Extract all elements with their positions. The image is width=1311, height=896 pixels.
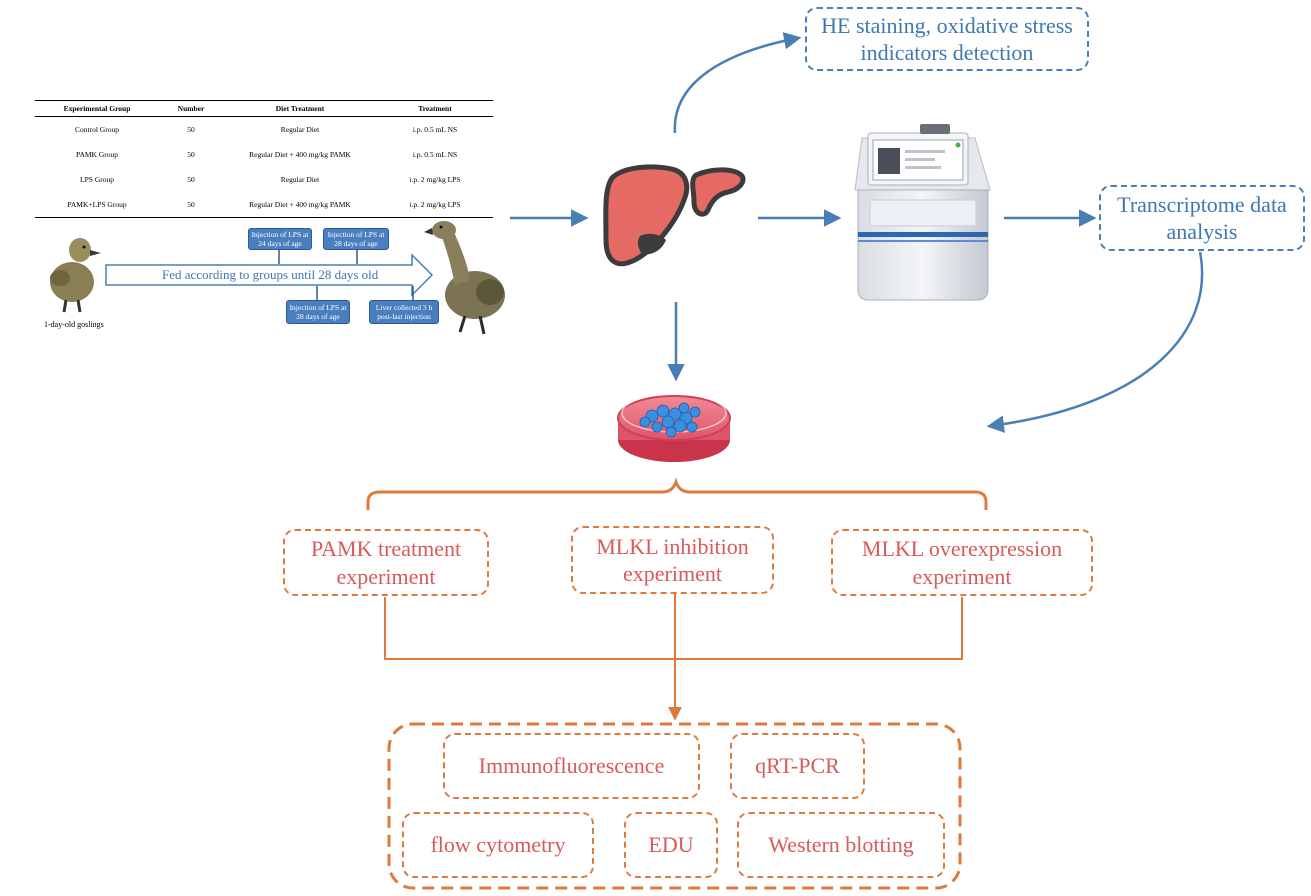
- table-cell: 50: [187, 200, 195, 209]
- table-cell: LPS Group: [80, 175, 114, 184]
- mlkl-inhibition-box: MLKL inhibition experiment: [571, 526, 774, 594]
- experimental-groups-table: Experimental Group Number Diet Treatment…: [35, 100, 493, 218]
- qrtpcr-box: qRT-PCR: [730, 733, 865, 799]
- experiment-connector: [384, 597, 963, 660]
- transcriptome-box: Transcriptome data analysis: [1099, 185, 1305, 251]
- table-cell: Regular Diet + 400 mg/kg PAMK: [249, 200, 351, 209]
- pamk-treatment-box: PAMK treatment experiment: [283, 529, 489, 596]
- table-cell: i.p. 0.5 mL NS: [412, 125, 458, 134]
- table-header: Diet Treatment: [223, 100, 377, 117]
- table-cell: 50: [187, 175, 195, 184]
- tag-liver-collected: Liver collected 3 h post-last injection: [369, 300, 439, 324]
- table-cell: 50: [187, 125, 195, 134]
- petri-dish-icon: [617, 393, 731, 462]
- table-row: LPS Group 50 Regular Diet i.p. 2 mg/kg L…: [35, 167, 493, 192]
- experiment-bracket: [366, 477, 988, 510]
- goose-large-icon: [424, 221, 505, 335]
- table-cell: PAMK Group: [75, 150, 119, 159]
- tag-injection-24: Injection of LPS at 24 days of age: [248, 228, 312, 250]
- gosling-label: 1-day-old goslings: [44, 320, 104, 329]
- edu-box: EDU: [624, 812, 718, 878]
- table-cell: 50: [187, 150, 195, 159]
- tag-injection-28-bottom: Injection of LPS at 28 days of age: [286, 300, 350, 324]
- arrow-transcriptome-to-dish: [986, 251, 1204, 433]
- flow-cytometry-box: flow cytometry: [402, 812, 594, 878]
- timeline-text: Fed according to groups until 28 days ol…: [162, 267, 379, 282]
- table-header: Experimental Group: [35, 100, 159, 117]
- liver-icon: [603, 164, 746, 267]
- table-header: Number: [159, 100, 223, 117]
- western-blotting-box: Western blotting: [737, 812, 945, 878]
- table-row: Control Group 50 Regular Diet i.p. 0.5 m…: [35, 117, 493, 143]
- he-staining-box: HE staining, oxidative stress indicators…: [805, 7, 1089, 71]
- mlkl-overexpression-box: MLKL overexpression experiment: [831, 529, 1093, 596]
- table-row: PAMK+LPS Group 50 Regular Diet + 400 mg/…: [35, 192, 493, 218]
- table-header: Treatment: [377, 100, 493, 117]
- table-row: PAMK Group 50 Regular Diet + 400 mg/kg P…: [35, 142, 493, 167]
- table-cell: PAMK+LPS Group: [67, 200, 127, 209]
- gosling-small-icon: [50, 238, 101, 313]
- sequencer-icon: [854, 124, 991, 301]
- table-cell: i.p. 2 mg/kg LPS: [409, 175, 461, 184]
- table-cell: Control Group: [75, 125, 119, 134]
- table-cell: i.p. 2 mg/kg LPS: [409, 200, 461, 209]
- timeline-arrow: [105, 253, 434, 297]
- table-cell: i.p. 0.5 mL NS: [412, 150, 458, 159]
- immunofluorescence-box: Immunofluorescence: [443, 733, 700, 799]
- table-cell: Regular Diet: [280, 175, 320, 184]
- tag-injection-28-top: Injection of LPS at 28 days of age: [323, 228, 389, 250]
- table-header-row: Experimental Group Number Diet Treatment…: [35, 100, 493, 117]
- assays-container: [387, 722, 962, 890]
- table-cell: Regular Diet + 400 mg/kg PAMK: [249, 150, 351, 159]
- arrow-to-he-staining: [673, 32, 802, 134]
- table-cell: Regular Diet: [280, 125, 320, 134]
